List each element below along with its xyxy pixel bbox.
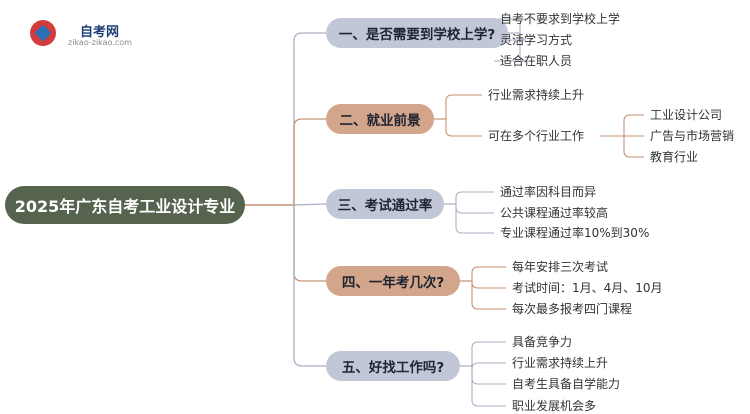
leaf-node: 通过率因科目而异 bbox=[500, 185, 597, 199]
leaf-node: 适合在职人员 bbox=[500, 54, 573, 68]
branch-node-5: 五、好找工作吗? bbox=[326, 351, 460, 381]
sub-leaf-node: 教育行业 bbox=[650, 150, 699, 164]
leaf-node: 考试时间：1月、4月、10月 bbox=[512, 281, 663, 295]
leaf-node: 自考生具备自学能力 bbox=[512, 377, 621, 391]
root-topic: 2025年广东自考工业设计专业 bbox=[5, 186, 245, 224]
leaf-node: 专业课程通过率10%到30% bbox=[500, 226, 650, 240]
branch-node-2: 二、就业前景 bbox=[326, 104, 434, 134]
logo-title: 自考网 bbox=[80, 25, 120, 40]
branch-node-1: 一、是否需要到学校上学? bbox=[326, 18, 508, 48]
sub-leaf-node: 工业设计公司 bbox=[650, 108, 723, 122]
leaf-node: 公共课程通过率较高 bbox=[500, 206, 609, 220]
leaf-node: 灵活学习方式 bbox=[500, 33, 573, 47]
leaf-node: 每次最多报考四门课程 bbox=[512, 302, 633, 316]
leaf-node: 行业需求持续上升 bbox=[512, 356, 609, 370]
site-logo[interactable]: 自考网 zikao-zikao.com bbox=[30, 20, 150, 50]
leaf-node: 可在多个行业工作 bbox=[488, 129, 585, 143]
branch-node-4: 四、一年考几次? bbox=[326, 266, 460, 296]
leaf-node: 自考不要求到学校上学 bbox=[500, 12, 621, 26]
sub-leaf-node: 广告与市场营销 bbox=[650, 129, 735, 143]
leaf-node: 每年安排三次考试 bbox=[512, 260, 609, 274]
logo-subtitle: zikao-zikao.com bbox=[68, 38, 132, 47]
leaf-node: 职业发展机会多 bbox=[512, 399, 597, 413]
branch-node-3: 三、考试通过率 bbox=[326, 189, 444, 219]
leaf-node: 具备竞争力 bbox=[512, 335, 573, 349]
leaf-node: 行业需求持续上升 bbox=[488, 88, 585, 102]
graduation-cap-icon bbox=[30, 20, 56, 46]
